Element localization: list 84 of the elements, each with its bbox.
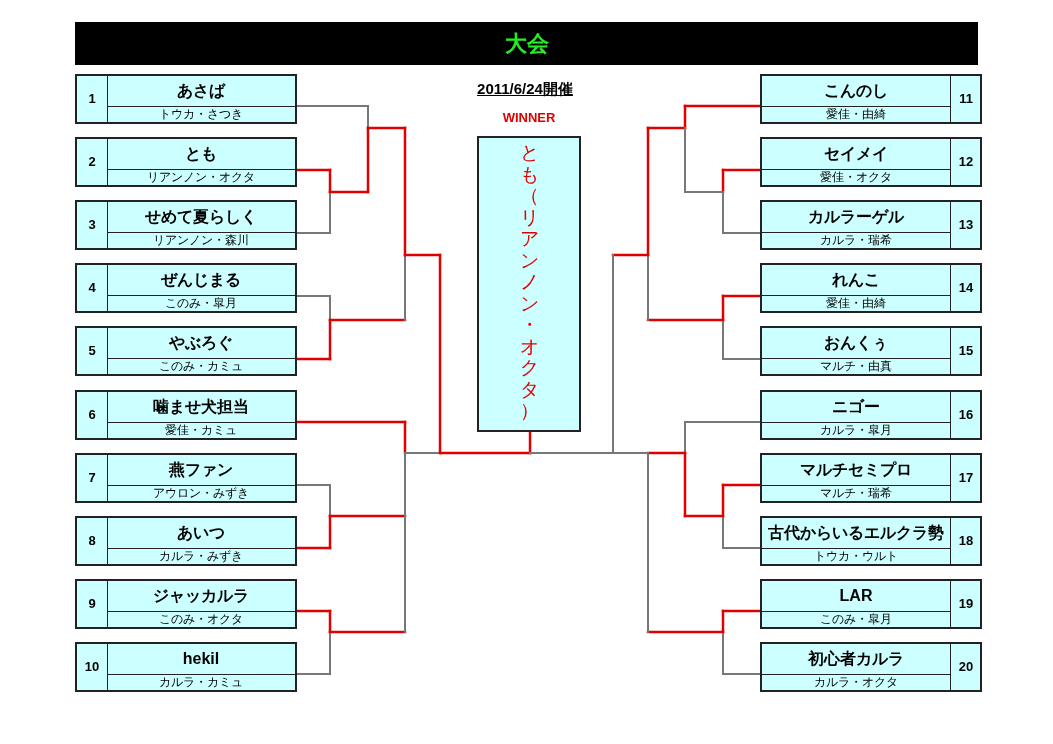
team-name: カルラーゲル [807, 207, 905, 227]
entry-card [75, 200, 297, 250]
entry-card [75, 326, 297, 376]
seed-number: 7 [77, 455, 108, 501]
seed-number: 11 [950, 76, 981, 122]
seed-number: 19 [950, 581, 981, 627]
entry-card [760, 74, 982, 124]
team-name: こんのし [823, 81, 889, 101]
seed-number: 14 [950, 265, 981, 311]
entry-card [760, 390, 982, 440]
team-name: おんくぅ [823, 333, 889, 353]
team-name: あいつ [176, 523, 226, 543]
team-name: hekil [181, 649, 221, 669]
entry-card [760, 326, 982, 376]
seed-number: 10 [77, 644, 108, 690]
team-name: 燕ファン [167, 460, 234, 480]
team-name: ぜんじまる [160, 270, 242, 290]
team-name: ニゴー [831, 397, 881, 417]
entry-card [75, 137, 297, 187]
team-name: セイメイ [823, 144, 889, 164]
seed-number: 4 [77, 265, 108, 311]
team-name: マルチセミプロ [799, 460, 913, 480]
player-names: カルラ・みずき [158, 549, 244, 564]
team-name: ジャッカルラ [152, 586, 250, 606]
date-label: 2011/6/24開催 [476, 80, 574, 99]
entry-card [760, 263, 982, 313]
player-names: 愛佳・オクタ [819, 170, 893, 185]
entry-card [75, 579, 297, 629]
player-names: このみ・皐月 [819, 612, 893, 627]
seed-number: 6 [77, 392, 108, 438]
seed-number: 17 [950, 455, 981, 501]
entry-card [760, 516, 982, 566]
player-names: マルチ・由真 [819, 359, 893, 374]
player-names: アウロン・みずき [152, 486, 250, 501]
team-name: せめて夏らしく [144, 207, 258, 227]
entry-card [760, 137, 982, 187]
seed-number: 18 [950, 518, 981, 564]
player-names: カルラ・カミュ [158, 675, 244, 690]
team-name: あさば [176, 81, 227, 101]
winner-heading: WINNER [501, 110, 557, 125]
player-names: このみ・カミュ [158, 359, 244, 374]
entry-card [75, 390, 297, 440]
team-name: やぶろぐ [168, 333, 234, 353]
player-names: リアンノン・森川 [152, 233, 250, 248]
entry-card [760, 642, 982, 692]
player-names: トウカ・ウルト [813, 549, 899, 564]
entry-card [75, 74, 297, 124]
seed-number: 3 [77, 202, 108, 248]
player-names: カルラ・瑞希 [819, 233, 893, 248]
winner-box: とも（リアンノン・オクタ） [477, 136, 581, 432]
player-names: マルチ・瑞希 [819, 486, 893, 501]
seed-number: 20 [950, 644, 981, 690]
seed-number: 12 [950, 139, 981, 185]
entry-card [760, 200, 982, 250]
player-names: このみ・オクタ [158, 612, 244, 627]
team-name: 初心者カルラ [807, 649, 905, 669]
player-names: リアンノン・オクタ [146, 170, 256, 185]
player-names: カルラ・皐月 [819, 423, 893, 438]
entry-card [75, 516, 297, 566]
team-name: とも [184, 144, 218, 164]
player-names: 愛佳・由綺 [825, 107, 887, 122]
seed-number: 9 [77, 581, 108, 627]
seed-number: 13 [950, 202, 981, 248]
player-names: トウカ・さつき [158, 107, 244, 122]
player-names: このみ・皐月 [164, 296, 238, 311]
entry-card [760, 579, 982, 629]
seed-number: 1 [77, 76, 108, 122]
team-name: れんこ [831, 270, 881, 290]
team-name: 古代からいるエルクラ勢 [767, 523, 945, 543]
entry-card [75, 263, 297, 313]
entry-card [760, 453, 982, 503]
entry-card [75, 642, 297, 692]
team-name: 噛ませ犬担当 [152, 397, 250, 417]
seed-number: 5 [77, 328, 108, 374]
player-names: カルラ・オクタ [813, 675, 899, 690]
seed-number: 15 [950, 328, 981, 374]
title-banner: 大会 [75, 22, 978, 65]
seed-number: 16 [950, 392, 981, 438]
player-names: 愛佳・カミュ [164, 423, 238, 438]
seed-number: 8 [77, 518, 108, 564]
team-name: LAR [838, 586, 874, 606]
seed-number: 2 [77, 139, 108, 185]
player-names: 愛佳・由綺 [825, 296, 887, 311]
entry-card [75, 453, 297, 503]
